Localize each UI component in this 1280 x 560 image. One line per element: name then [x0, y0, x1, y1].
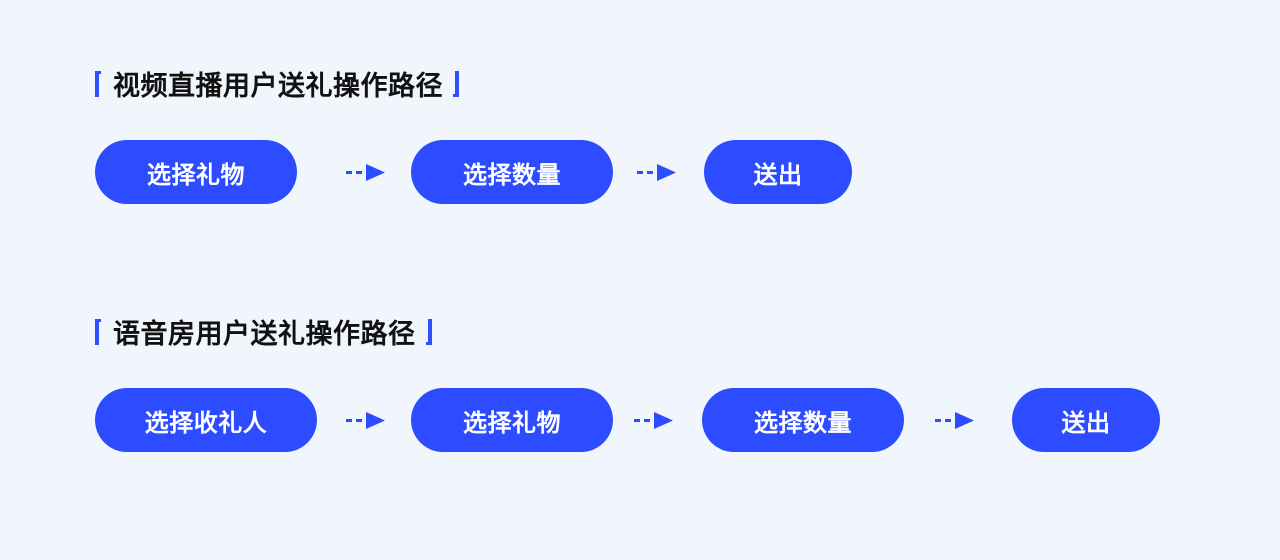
flow-title-text: 视频直播用户送礼操作路径 — [113, 71, 443, 102]
left-bracket-icon — [95, 318, 101, 345]
dashed-arrow-icon — [346, 412, 385, 429]
flow-row-voice-room: 选择收礼人 选择礼物 选择数量 送出 — [0, 388, 1280, 452]
step-select-gift[interactable]: 选择礼物 — [95, 140, 297, 204]
flow-row-video-live: 选择礼物 选择数量 送出 — [0, 140, 1280, 204]
step-select-recipient[interactable]: 选择收礼人 — [95, 388, 317, 452]
flow-title-text: 语音房用户送礼操作路径 — [113, 319, 416, 350]
flow-title-video-live: 视频直播用户送礼操作路径 — [95, 64, 459, 103]
step-send[interactable]: 送出 — [1012, 388, 1160, 452]
dashed-arrow-icon — [637, 164, 676, 181]
right-bracket-icon — [425, 318, 432, 345]
dashed-arrow-icon — [935, 412, 974, 429]
right-bracket-icon — [453, 70, 459, 97]
step-select-quantity[interactable]: 选择数量 — [411, 140, 613, 204]
dashed-arrow-icon — [634, 412, 673, 429]
step-select-quantity[interactable]: 选择数量 — [702, 388, 904, 452]
left-bracket-icon — [95, 70, 101, 97]
step-select-gift[interactable]: 选择礼物 — [411, 388, 613, 452]
flow-title-voice-room: 语音房用户送礼操作路径 — [95, 312, 432, 351]
step-send[interactable]: 送出 — [704, 140, 852, 204]
dashed-arrow-icon — [346, 164, 385, 181]
